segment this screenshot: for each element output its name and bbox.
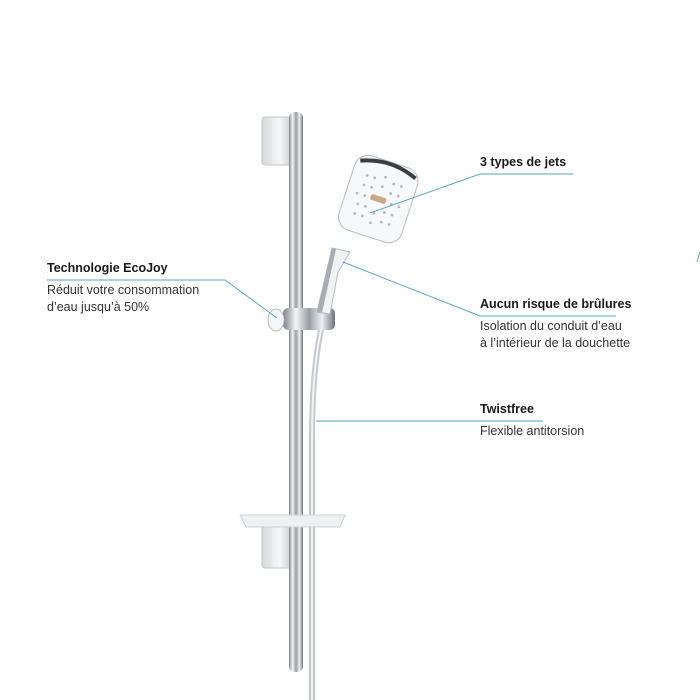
callout-title: 3 types de jets: [480, 155, 567, 169]
slide-rail: [289, 112, 303, 672]
ecojoy-knob: [267, 308, 285, 332]
callout-line: Isolation du conduit d’eau: [480, 319, 622, 333]
slider: [283, 308, 335, 330]
callout-title: Twistfree: [480, 402, 534, 416]
spray-nozzles: [353, 174, 403, 226]
bottom-wall-bracket: [261, 521, 293, 569]
leader-line-ecojoy: [47, 279, 278, 319]
callout-line: Flexible antitorsion: [480, 424, 585, 438]
leader-line-burn: [342, 261, 616, 317]
callout-title: Technologie EcoJoy: [47, 261, 168, 275]
callout-text: Réduit votre consommation d’eau jusqu’à …: [47, 282, 199, 316]
top-wall-bracket: [261, 116, 293, 166]
callout-burn: Aucun risque de brûlures Isolation du co…: [480, 296, 631, 352]
callout-line: à l’intérieur de la douchette: [480, 336, 631, 350]
leader-line-jets: [369, 173, 573, 214]
callout-ecojoy: Technologie EcoJoy Réduit votre consomma…: [47, 260, 199, 316]
callout-jets: 3 types de jets: [480, 154, 566, 171]
callout-text: Flexible antitorsion: [480, 423, 584, 440]
callout-title: Aucun risque de brûlures: [480, 297, 632, 311]
callout-line: d’eau jusqu’à 50%: [47, 300, 150, 314]
callout-text: Isolation du conduit d’eau à l’intérieur…: [480, 318, 631, 352]
callout-twistfree: Twistfree Flexible antitorsion: [480, 401, 584, 440]
shelf-tray: [239, 514, 346, 528]
callout-line: Réduit votre consommation: [47, 283, 200, 297]
handshower-head: [338, 154, 419, 244]
